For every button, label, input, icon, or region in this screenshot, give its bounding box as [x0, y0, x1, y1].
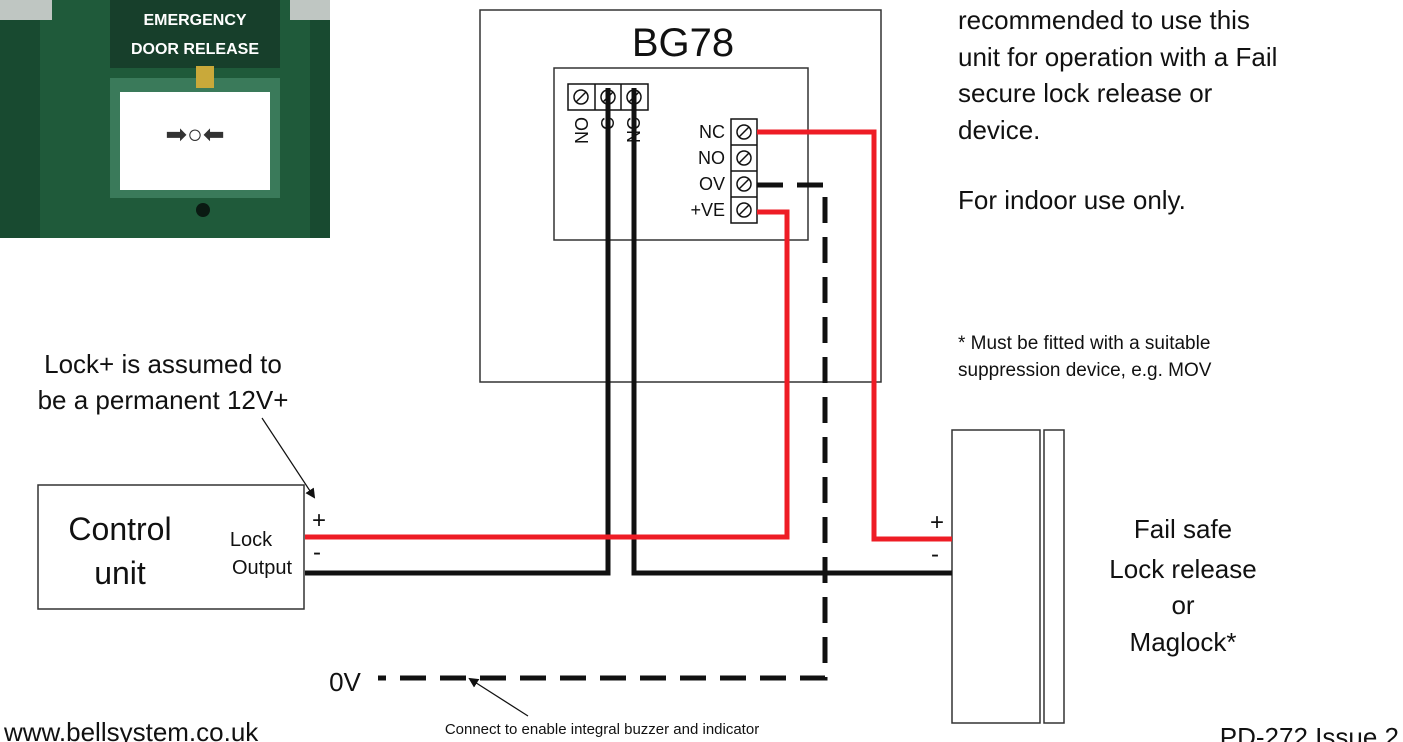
screw-icon — [736, 124, 752, 140]
emergency-door-release-photo: EMERGENCY DOOR RELEASE ➡○⬅ — [0, 0, 330, 238]
lock-label-2: Lock release — [1109, 554, 1256, 584]
screw-icon — [196, 203, 210, 217]
control-unit-box — [37, 484, 305, 610]
arrow-circle-icon: ➡○⬅ — [165, 119, 224, 149]
document-id: PD-272 Issue 2 — [1220, 722, 1399, 742]
screw-icon — [736, 176, 752, 192]
zero-volt-label: 0V — [329, 667, 361, 697]
note-line-4: device. — [958, 115, 1040, 145]
lock-label-3: or — [1171, 590, 1194, 620]
screw-icon — [736, 202, 752, 218]
suppression-note-1: * Must be fitted with a suitable — [958, 333, 1210, 354]
note-line-1: recommended to use this — [958, 5, 1250, 35]
lock-output-label-1: Lock — [230, 529, 273, 551]
device-pin — [196, 66, 214, 88]
device-label-line-2: DOOR RELEASE — [131, 41, 259, 58]
indoor-note: For indoor use only. — [958, 185, 1186, 215]
connect-note: Connect to enable integral buzzer and in… — [445, 721, 759, 738]
screw-icon — [736, 150, 752, 166]
terminal-label-nc-right: NC — [699, 122, 725, 142]
control-minus-sign: - — [313, 539, 321, 566]
terminal-label-ve: +VE — [690, 200, 725, 220]
lock-label-4: Maglock* — [1130, 627, 1237, 657]
positive-wire-control-to-ve — [305, 209, 790, 540]
note-line-2: unit for operation with a Fail — [958, 42, 1277, 72]
note-line-3: secure lock release or — [958, 78, 1213, 108]
connect-pointer-arrow — [468, 677, 529, 717]
website-url: www.bellsystem.co.uk — [3, 717, 259, 742]
zero-volt-dashed-wire — [378, 182, 828, 681]
lock-plus-note-1: Lock+ is assumed to — [44, 349, 282, 379]
negative-wire-control-to-c — [305, 88, 611, 576]
terminal-label-no-left: NO — [572, 117, 592, 144]
suppression-note-2: suppression device, e.g. MOV — [958, 360, 1212, 381]
lock-plus-pointer-arrow — [261, 417, 316, 499]
lock-minus-sign: - — [931, 541, 939, 568]
positive-wire-nc-to-lock — [757, 129, 952, 542]
control-unit-title-1: Control — [68, 511, 171, 547]
right-terminal-block — [730, 118, 758, 224]
negative-wire-nc-to-lock — [631, 88, 952, 576]
terminal-label-ov: OV — [699, 174, 725, 194]
lock-label-1: Fail safe — [1134, 514, 1232, 544]
bg78-title: BG78 — [632, 21, 734, 65]
lock-release-body — [951, 429, 1041, 724]
lock-plus-sign: + — [930, 509, 944, 536]
control-plus-sign: + — [312, 507, 326, 534]
lock-release-strike — [1043, 429, 1065, 724]
screw-icon — [573, 89, 589, 105]
lock-output-label-2: Output — [232, 557, 292, 579]
lock-plus-note-2: be a permanent 12V+ — [38, 385, 289, 415]
device-label-line-1: EMERGENCY — [143, 12, 246, 29]
terminal-label-no-right: NO — [698, 148, 725, 168]
control-unit-title-2: unit — [94, 555, 146, 591]
